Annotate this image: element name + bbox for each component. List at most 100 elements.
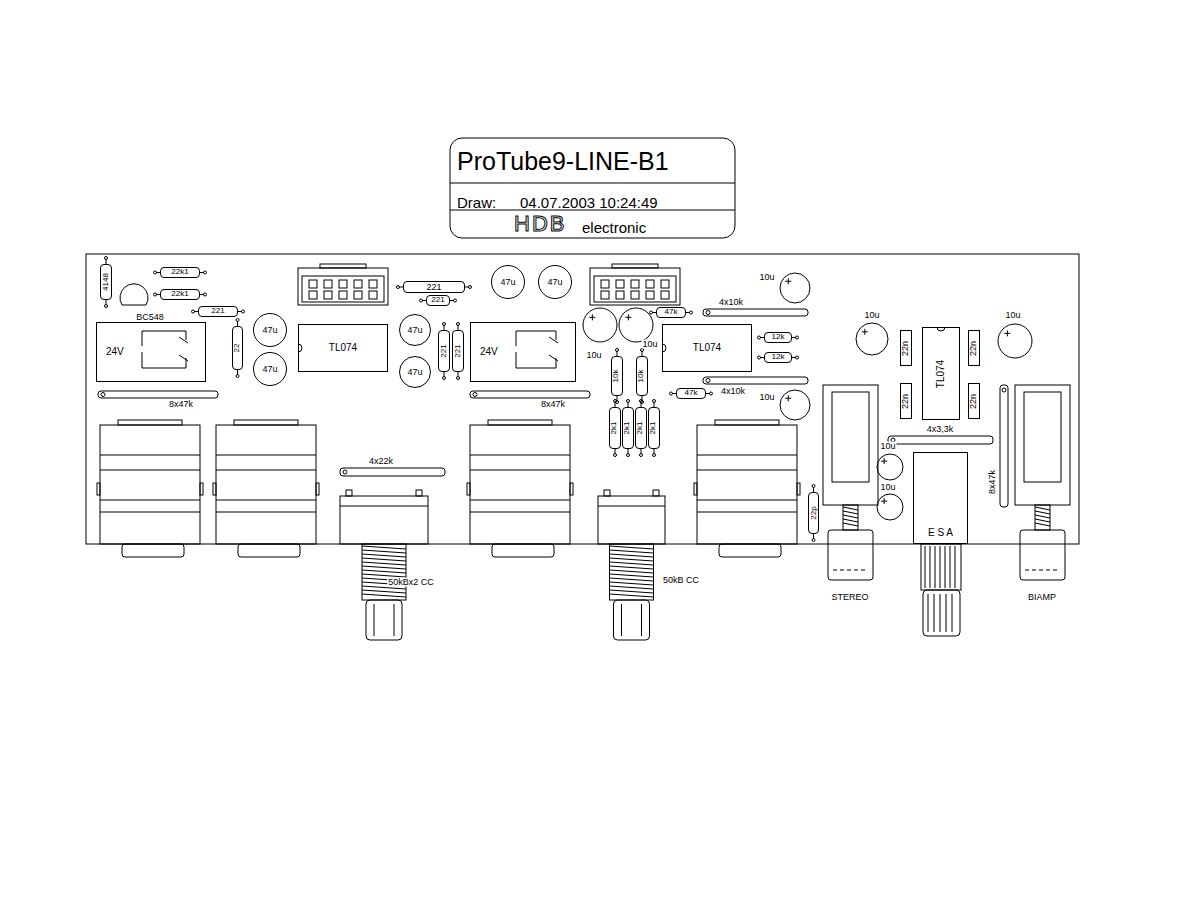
part-value: 221 (440, 344, 448, 358)
pad (653, 400, 656, 403)
thread-line (610, 590, 654, 593)
pad (653, 454, 656, 457)
pad (457, 323, 460, 326)
resistor: 47k (676, 388, 706, 399)
capacitor (619, 308, 653, 342)
pin1-dot (473, 393, 477, 397)
cap-value: 10u (641, 340, 658, 349)
jack-notch (570, 483, 573, 495)
resistor-array (888, 436, 993, 444)
thread-line (610, 582, 654, 585)
knob-ridge (374, 604, 375, 636)
knob-ridge (952, 594, 953, 632)
thread-line (1035, 507, 1050, 510)
jack-body (100, 425, 200, 544)
capacitor (877, 454, 903, 480)
jack-line (470, 500, 570, 501)
pin (324, 291, 332, 299)
part-value: 47k (684, 389, 697, 397)
pad (236, 375, 239, 378)
pad (105, 305, 108, 308)
thread-line (610, 594, 654, 597)
part-value: 22p (809, 506, 817, 520)
part-value: TL074 (693, 343, 721, 353)
thread-line (610, 566, 654, 569)
pad (154, 271, 157, 274)
pad (204, 293, 207, 296)
pot-tab (346, 490, 352, 496)
knob-ridge (394, 604, 395, 636)
ic-chip: TL074 (298, 324, 388, 372)
knob-ridge (946, 594, 947, 632)
jack-line (216, 455, 316, 456)
capacitor: 47u (253, 352, 287, 386)
pin1-dot (706, 311, 710, 315)
pad (420, 299, 423, 302)
resistor: 10k (636, 356, 647, 396)
header-tab (320, 264, 366, 268)
capacitor: 47u (253, 313, 287, 347)
thread-line (362, 546, 406, 549)
capacitor (856, 323, 888, 355)
pad (457, 377, 460, 380)
part-value: 47u (547, 278, 562, 287)
thread-line (610, 578, 654, 581)
jack-line (216, 470, 316, 471)
pad (242, 310, 245, 313)
part-value: 47u (262, 326, 277, 335)
pad (192, 310, 195, 313)
thread-line (362, 570, 406, 573)
capacitor: 47u (538, 265, 572, 299)
jack-notch (200, 483, 203, 495)
part-value: 22n (970, 393, 979, 408)
part-name: BC548 (135, 313, 165, 322)
cap-value: 10u (863, 311, 880, 320)
array-value: 8x47k (168, 400, 194, 409)
pad (614, 400, 617, 403)
pin1-dot (706, 379, 710, 383)
capacitor (998, 324, 1032, 358)
rotary-knob (923, 590, 960, 636)
part-value: TL074 (936, 359, 946, 387)
part-value: 24V (106, 347, 124, 357)
pad (812, 539, 815, 542)
thread-line (362, 558, 406, 561)
resistor-array (1000, 385, 1008, 507)
pad (812, 485, 815, 488)
switch-label: STEREO (830, 593, 869, 602)
polarity-mark (884, 498, 885, 504)
jack-nose (719, 544, 781, 557)
capacitor-box: 22n (900, 330, 912, 366)
pin-header-inner (302, 276, 384, 302)
capacitor-box: 22n (900, 383, 912, 419)
thread-line (610, 554, 654, 557)
resistor: 22p (808, 492, 819, 534)
pad (236, 319, 239, 322)
jack-line (697, 500, 797, 501)
switch-cap (1020, 530, 1065, 580)
part-value: 47u (407, 326, 422, 335)
pin (616, 291, 624, 299)
resistor: 221 (452, 330, 463, 372)
resistor: 2k1 (609, 407, 620, 449)
jack-nose (492, 544, 554, 557)
part-value: 221 (426, 283, 441, 292)
thread-line (362, 562, 406, 565)
shaft-ridge (955, 546, 956, 588)
part-value: 221 (431, 296, 445, 304)
relay: 24V (470, 322, 576, 382)
part-value: E S A (928, 528, 953, 538)
thread-line (843, 507, 858, 510)
pin-header (590, 268, 680, 305)
pin (309, 280, 317, 288)
resistor: 4148 (100, 264, 111, 300)
jack-notch (316, 483, 319, 495)
part-value: 12k (771, 333, 784, 341)
resistor: 22k1 (160, 289, 200, 300)
thread-line (362, 590, 406, 593)
jack-body (697, 425, 797, 544)
pin1-dot (343, 470, 347, 474)
polarity-mark (628, 314, 629, 320)
part-value: 22n (902, 393, 911, 408)
